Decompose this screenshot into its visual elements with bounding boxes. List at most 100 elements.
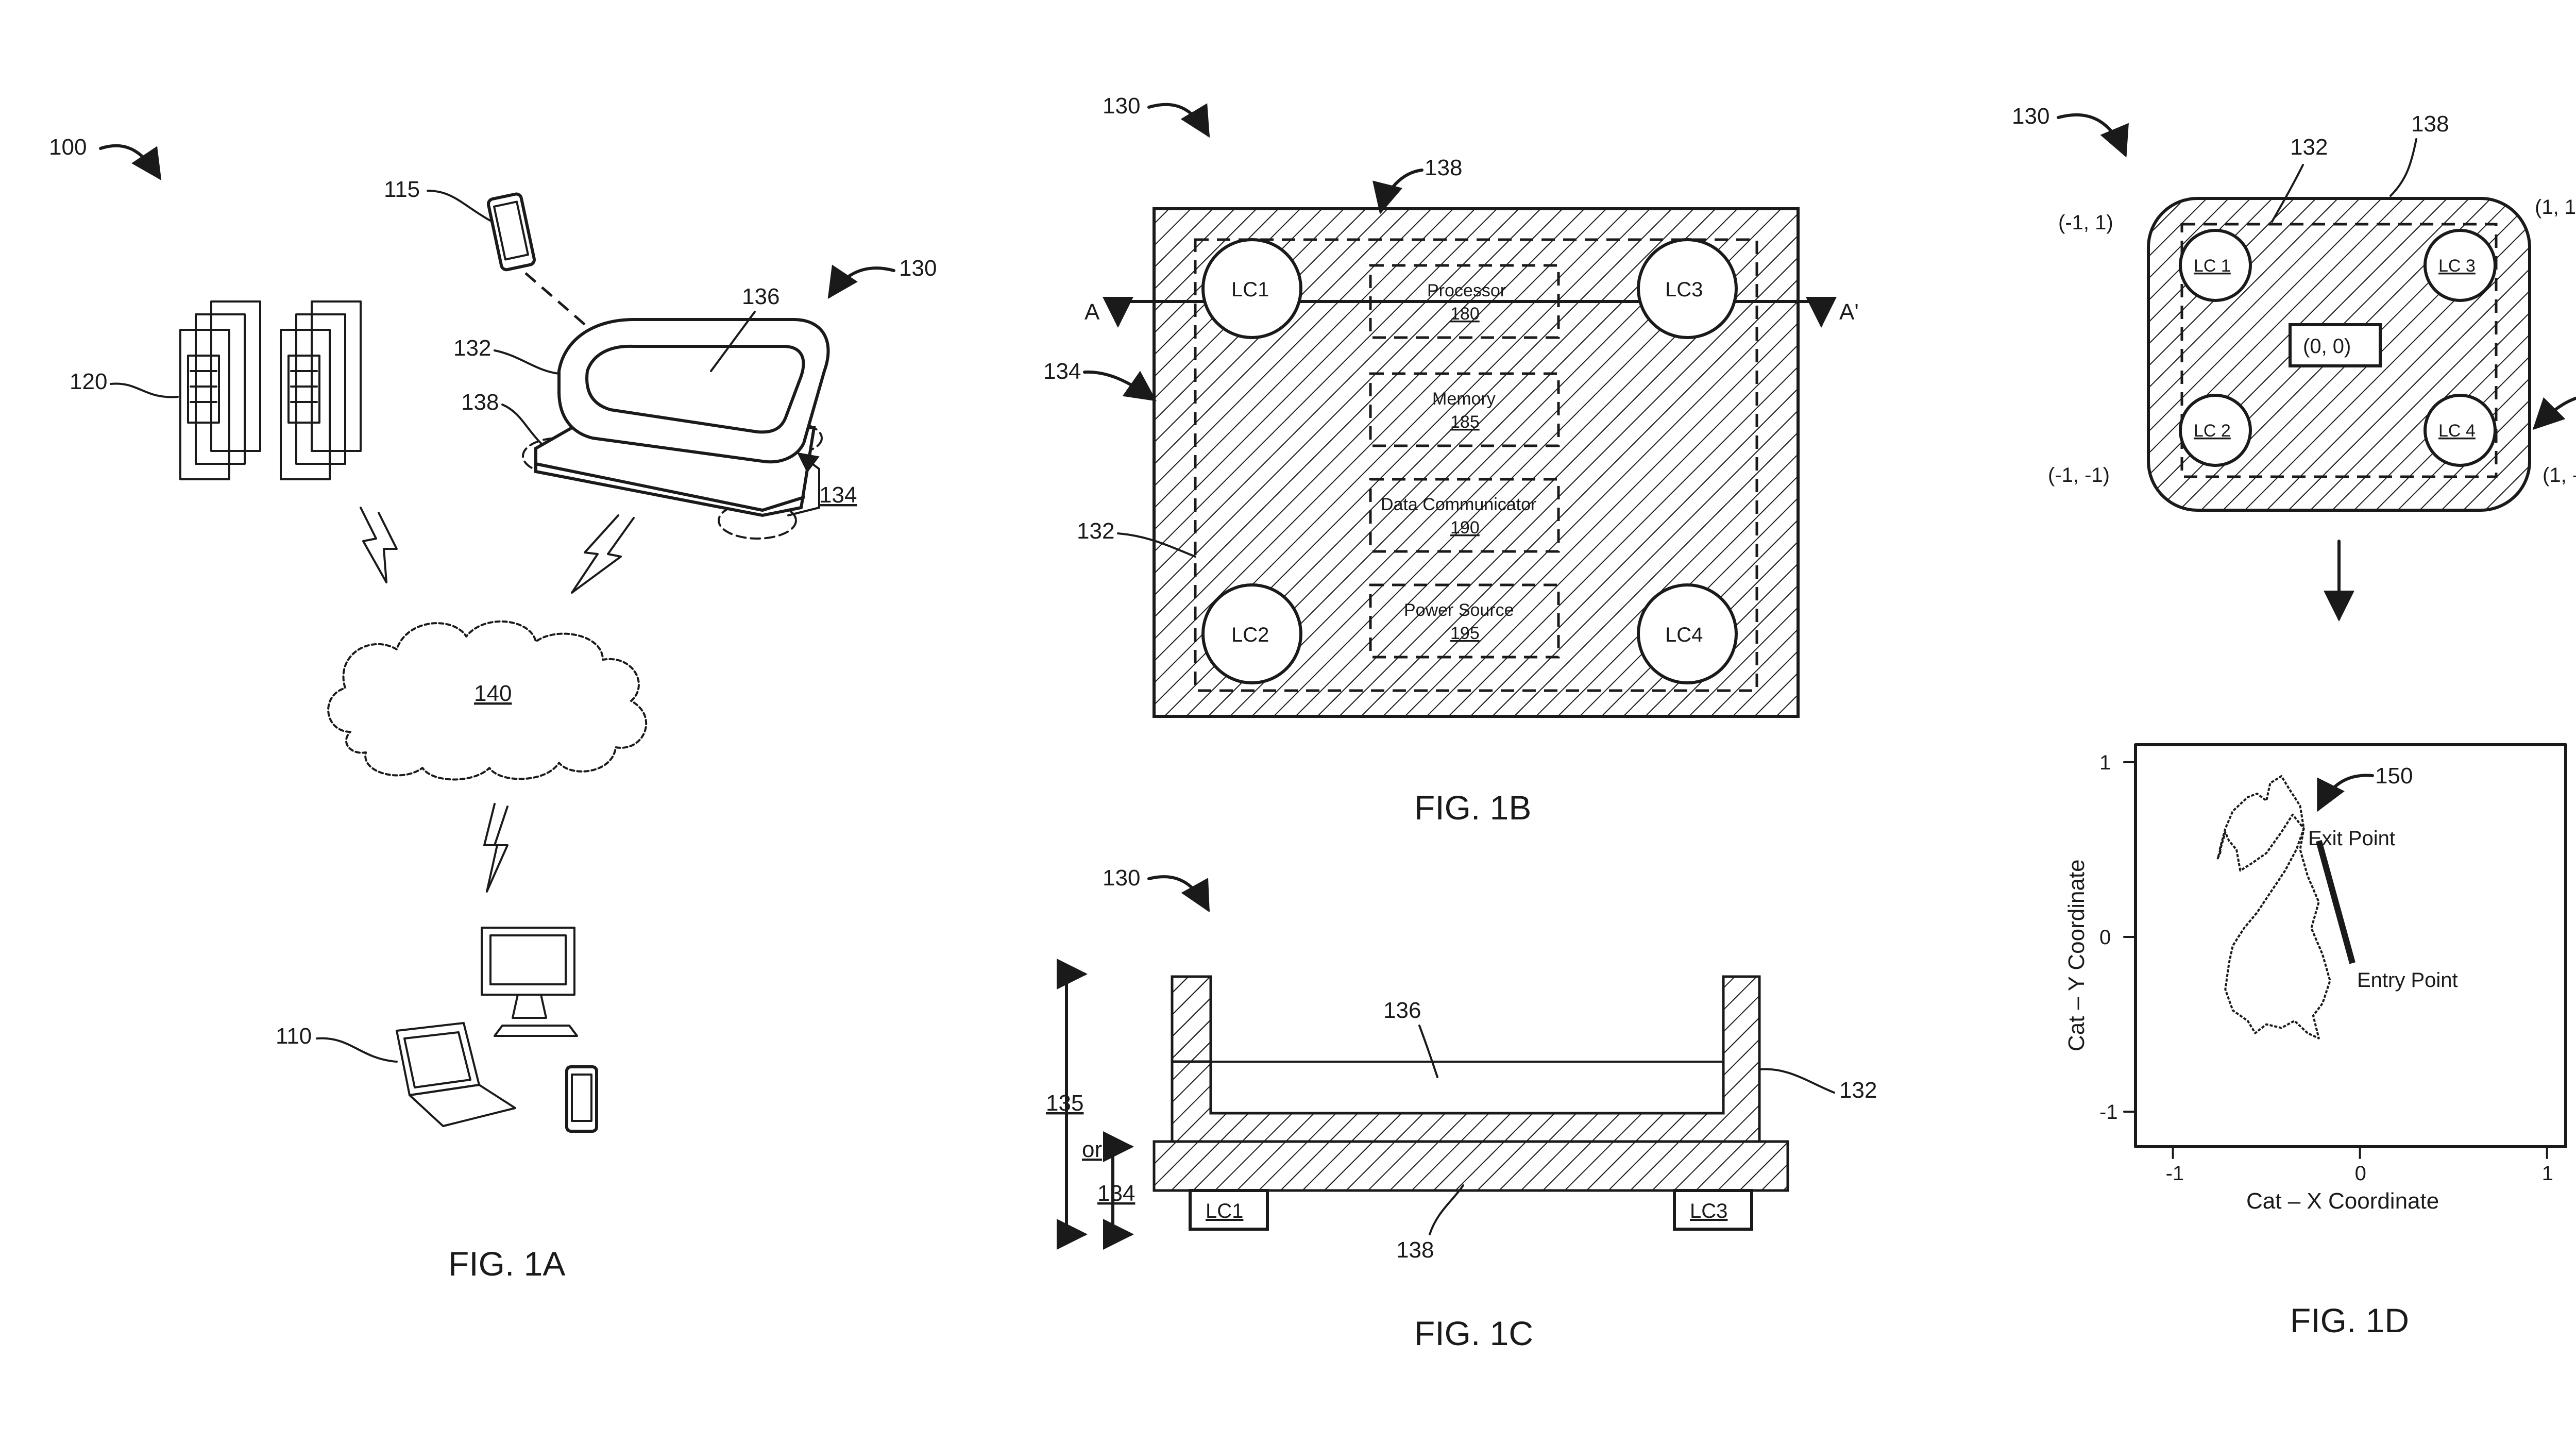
ref-132-1a: 132 <box>453 336 491 361</box>
load-cell-lc1-section: LC1 <box>1189 1189 1269 1231</box>
ref-132-1b: 132 <box>1077 518 1114 544</box>
svg-text:Data Communicator: Data Communicator <box>1381 495 1536 514</box>
ref-136-1a: 136 <box>742 284 779 309</box>
ref-132-1d: 132 <box>2290 135 2328 160</box>
chart-xlabel: Cat – X Coordinate <box>2246 1188 2439 1214</box>
ref-138-leader <box>1429 1184 1464 1235</box>
server-rack-icon <box>179 300 362 480</box>
ref-110: 110 <box>276 1024 312 1049</box>
svg-text:190: 190 <box>1450 518 1480 538</box>
ref-110-leader <box>316 1037 398 1063</box>
ref-138-1b: 138 <box>1425 155 1462 180</box>
ref-136-leader <box>710 311 756 372</box>
wireless-bolt-icon <box>483 803 509 893</box>
fig-1a: 100 120 115 <box>49 135 937 1283</box>
svg-text:LC1: LC1 <box>1206 1200 1243 1222</box>
desktop-computer-icon <box>481 927 578 1037</box>
wireless-bolt-icon <box>571 514 635 594</box>
fig-1d: 130 138 132 (-1, 1) (1, 1) (-1, -1) (1, … <box>2012 104 2576 1339</box>
ref-134-1a: 134 <box>819 482 857 508</box>
entry-exit-segment <box>2316 840 2355 964</box>
corner-bottom-left: (-1, -1) <box>2048 464 2110 487</box>
y-tick-label: 1 <box>2099 751 2111 774</box>
section-a: A <box>1084 299 1100 325</box>
corner-top-right: (1, 1) <box>2535 196 2576 219</box>
ref-130-arrow <box>2057 113 2129 158</box>
ref-130-1a: 130 <box>899 256 937 281</box>
chart-ylabel: Cat – Y Coordinate <box>2064 859 2089 1051</box>
module-power-source: Power Source 195 <box>1369 583 1560 659</box>
svg-text:Processor: Processor <box>1427 281 1506 300</box>
ref-134-leader <box>1083 370 1157 401</box>
load-cell-lc4: LC4 <box>1637 583 1738 684</box>
svg-text:195: 195 <box>1450 624 1480 643</box>
ref-138-leader <box>2389 138 2417 197</box>
network-cloud-icon <box>327 620 648 781</box>
ref-115-leader <box>427 190 493 223</box>
ref-130-1d: 130 <box>2012 104 2049 129</box>
ref-130-arrow <box>827 264 895 299</box>
fig-1a-caption: FIG. 1A <box>448 1245 565 1283</box>
svg-text:185: 185 <box>1450 412 1480 432</box>
ref-132-leader <box>494 349 560 375</box>
ref-130-arrow <box>1147 103 1210 138</box>
fig-1b-caption: FIG. 1B <box>1414 789 1531 827</box>
annotation-exit-point: Exit Point <box>2308 827 2395 850</box>
box-outline <box>1194 238 1758 692</box>
svg-text:(0, 0): (0, 0) <box>2303 335 2351 358</box>
annotation-entry-point: Entry Point <box>2357 969 2458 992</box>
load-cell-lc1: LC1 <box>1201 238 1302 339</box>
ref-138-1d: 138 <box>2411 111 2449 137</box>
module-processor: Processor 180 <box>1369 264 1560 339</box>
ref-132-1c: 132 <box>1839 1078 1877 1103</box>
ref-138-arrow <box>1372 169 1423 214</box>
ref-132-leader <box>1758 1068 1835 1094</box>
fig-1c-caption: FIG. 1C <box>1414 1314 1533 1352</box>
x-tick-label: -1 <box>2166 1162 2184 1185</box>
ref-130-arrow <box>1147 875 1210 913</box>
ref-132-leader <box>1117 532 1196 558</box>
module-memory: Memory 185 <box>1369 372 1560 447</box>
y-tick-label: -1 <box>2099 1101 2118 1124</box>
box-outline-top <box>2180 223 2498 478</box>
ref-138-leader <box>501 404 542 444</box>
ref-134-1c: 134 <box>1097 1181 1135 1206</box>
load-cell-lc-4: LC 4 <box>2424 394 2497 467</box>
ref-100: 100 <box>49 135 87 160</box>
box-section <box>1171 975 1761 1143</box>
ref-134-arrow <box>2532 396 2576 430</box>
corner-top-left: (-1, 1) <box>2058 211 2113 234</box>
ref-134-1b: 134 <box>1043 359 1081 384</box>
svg-text:Power Source: Power Source <box>1404 600 1514 620</box>
ref-138-1a: 138 <box>461 390 499 415</box>
svg-text:LC4: LC4 <box>1665 624 1703 646</box>
ref-115: 115 <box>384 177 420 202</box>
litter-fill <box>1210 1061 1724 1114</box>
ref-136-1c: 136 <box>1383 998 1421 1023</box>
tablet-icon <box>565 1065 598 1133</box>
plot-frame <box>2134 743 2567 1148</box>
or-label: or <box>1082 1137 1102 1162</box>
svg-text:LC 4: LC 4 <box>2438 421 2476 441</box>
phone-link-line <box>524 272 604 341</box>
ref-100-arrow <box>99 144 162 180</box>
ref-120-leader <box>110 382 179 398</box>
module-data-communicator: Data Communicator 190 <box>1369 478 1560 553</box>
svg-text:LC1: LC1 <box>1231 278 1269 301</box>
ref-135: 135 <box>1046 1091 1083 1116</box>
svg-text:LC 1: LC 1 <box>2194 256 2231 276</box>
svg-text:LC3: LC3 <box>1665 278 1703 301</box>
fig-1b: 130 138 A A' LC1 LC3 LC2 LC4 Processor <box>1043 93 1859 827</box>
ref-120: 120 <box>70 369 107 394</box>
x-tick-label: 0 <box>2355 1162 2366 1185</box>
center-point: (0, 0) <box>2289 323 2382 367</box>
load-cell-lc2: LC2 <box>1201 583 1302 684</box>
base-plate-section <box>1153 1140 1789 1192</box>
load-cell-lc3-section: LC3 <box>1673 1189 1753 1231</box>
ref-130-1c: 130 <box>1103 865 1140 891</box>
cat-trajectory-line <box>2216 775 2331 1039</box>
ref-140: 140 <box>474 681 512 706</box>
smartphone-icon <box>487 192 536 272</box>
